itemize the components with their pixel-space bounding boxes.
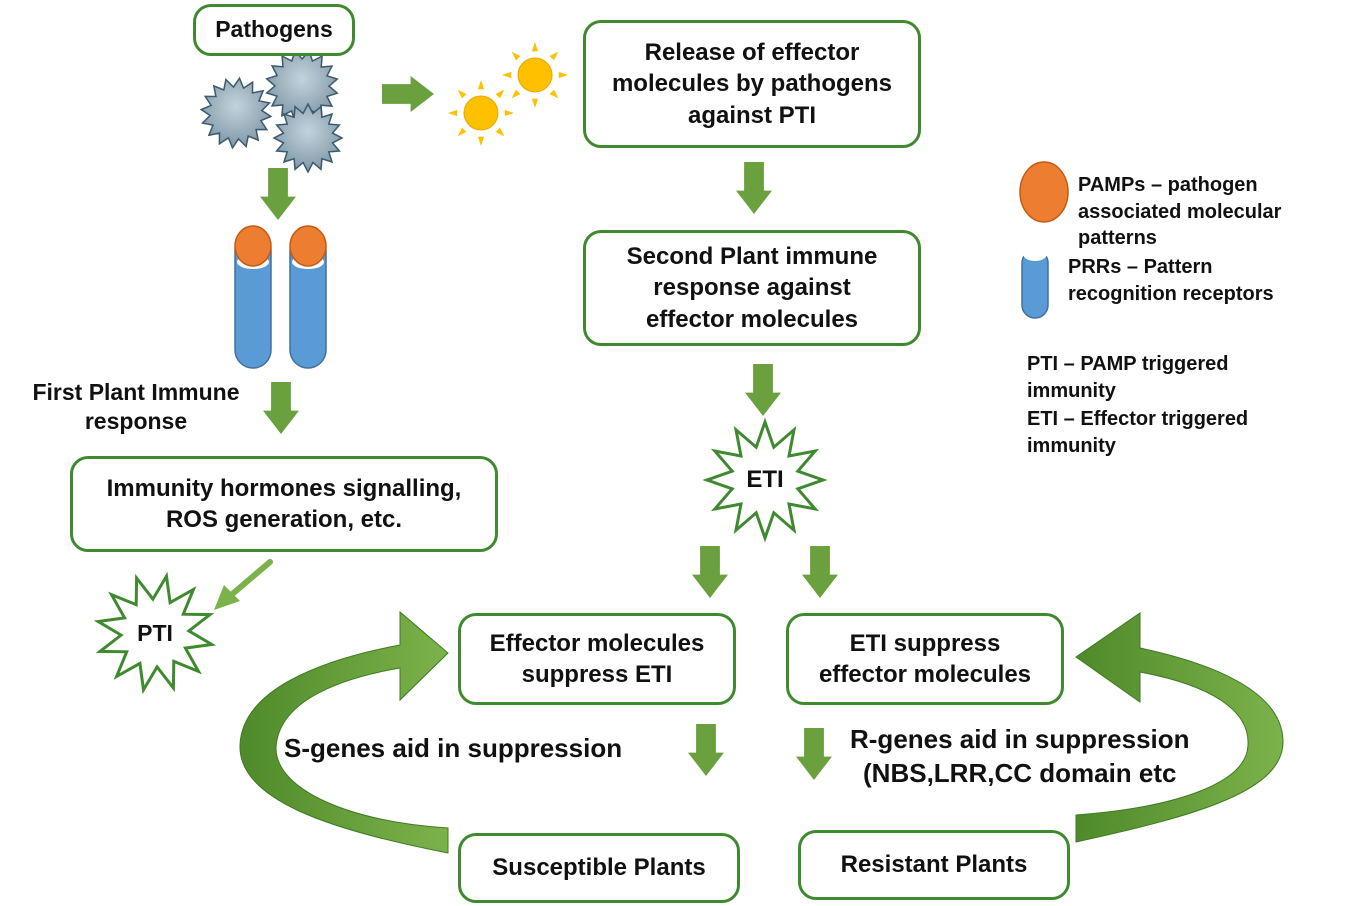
diagonal-arrow-icon bbox=[214, 559, 273, 610]
eti-star-label: ETI bbox=[746, 466, 784, 493]
resistant-plants-label: Resistant Plants bbox=[840, 851, 1028, 879]
pti-star-label: PTI bbox=[137, 620, 173, 646]
legend-pti-text: PTI – PAMP triggered immunity bbox=[1027, 353, 1229, 402]
resistant-plants-box: Resistant Plants bbox=[798, 830, 1070, 900]
effector-suppress-box: Effector molecules suppress ETI bbox=[458, 613, 736, 705]
down-arrow-icon bbox=[745, 364, 781, 416]
pti-star-shape bbox=[93, 571, 217, 695]
prr-receptor-icon bbox=[234, 225, 272, 369]
hormones-box: Immunity hormones signalling, ROS genera… bbox=[70, 456, 498, 552]
s-genes-label: S-genes aid in suppression bbox=[284, 733, 623, 763]
eti-star-shape bbox=[702, 417, 828, 543]
first-response-label: First Plant Immune response bbox=[32, 379, 240, 435]
effector-sun-icon bbox=[448, 80, 514, 146]
right-arrow-icon bbox=[382, 76, 434, 112]
legend-prr-icon bbox=[1021, 247, 1049, 319]
effector-sun-icon bbox=[502, 42, 568, 108]
hormones-label: Immunity hormones signalling, ROS genera… bbox=[106, 474, 462, 533]
legend-prrs-text: PRRs – Pattern recognition receptors bbox=[1068, 256, 1274, 305]
down-arrow-icon bbox=[796, 728, 832, 780]
legend-eti-text: ETI – Effector triggered immunity bbox=[1027, 408, 1249, 457]
legend-pamp-icon bbox=[1019, 161, 1069, 223]
left-curved-arrow-icon bbox=[239, 610, 449, 854]
eti-suppress-label: ETI suppress effector molecules bbox=[818, 629, 1032, 688]
eti-suppress-box: ETI suppress effector molecules bbox=[786, 613, 1064, 705]
down-arrow-icon bbox=[260, 168, 296, 220]
susceptible-plants-label: Susceptible Plants bbox=[492, 854, 706, 882]
pathogen-icon bbox=[265, 49, 339, 123]
down-arrow-icon bbox=[692, 546, 728, 598]
down-arrow-icon bbox=[736, 162, 772, 214]
r-genes-label: R-genes aid in suppression (NBS,LRR,CC d… bbox=[850, 724, 1190, 789]
down-arrow-icon bbox=[688, 724, 724, 776]
down-arrow-icon bbox=[263, 382, 299, 434]
prr-receptor-icon bbox=[289, 225, 327, 369]
effector-release-label: Release of effector molecules by pathoge… bbox=[611, 39, 893, 129]
legend-pamps-text: PAMPs – pathogen associated molecular pa… bbox=[1078, 174, 1282, 250]
pathogens-box: Pathogens bbox=[193, 4, 355, 56]
right-curved-arrow-icon bbox=[1075, 612, 1284, 843]
pathogen-icon bbox=[272, 102, 344, 174]
second-response-box: Second Plant immune response against eff… bbox=[583, 230, 921, 346]
effector-release-box: Release of effector molecules by pathoge… bbox=[583, 20, 921, 148]
second-response-label: Second Plant immune response against eff… bbox=[626, 243, 878, 333]
pathogen-cluster-icon bbox=[199, 49, 344, 174]
pathogen-icon bbox=[199, 76, 273, 150]
effector-suppress-label: Effector molecules suppress ETI bbox=[489, 629, 705, 688]
pathogens-label: Pathogens bbox=[215, 16, 333, 43]
down-arrow-icon bbox=[802, 546, 838, 598]
susceptible-plants-box: Susceptible Plants bbox=[458, 833, 740, 903]
